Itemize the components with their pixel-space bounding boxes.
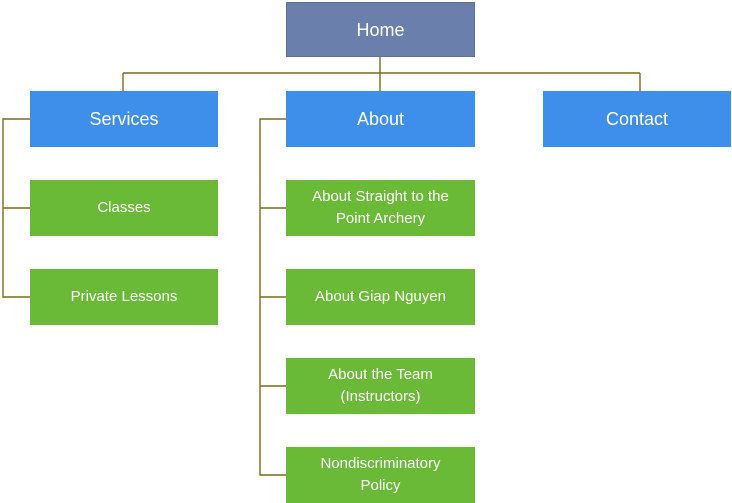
about-giap-label: About Giap Nguyen bbox=[315, 288, 446, 305]
classes-label: Classes bbox=[97, 199, 151, 216]
private-lessons-node: Private Lessons bbox=[30, 269, 218, 325]
about-team-label: About the Team (Instructors) bbox=[328, 366, 433, 405]
nondiscriminatory-policy-label: Nondiscriminatory Policy bbox=[320, 455, 441, 494]
contact-label: Contact bbox=[605, 109, 669, 129]
about-team-node: About the Team (Instructors) bbox=[286, 358, 475, 414]
home-label: Home bbox=[356, 19, 405, 40]
about-straight-node: About Straight to the Point Archery bbox=[286, 180, 475, 236]
contact-node: Contact bbox=[543, 91, 731, 147]
nondiscriminatory-policy-node: Nondiscriminatory Policy bbox=[286, 447, 475, 503]
services-label: Services bbox=[89, 109, 159, 129]
classes-node: Classes bbox=[30, 180, 218, 236]
about-node: About bbox=[286, 91, 475, 147]
home-node: Home bbox=[286, 2, 475, 57]
about-giap-node: About Giap Nguyen bbox=[286, 269, 475, 325]
about-straight-label: About Straight to the Point Archery bbox=[312, 188, 449, 227]
services-node: Services bbox=[30, 91, 218, 147]
private-lessons-label: Private Lessons bbox=[70, 288, 178, 305]
about-label: About bbox=[356, 109, 405, 129]
